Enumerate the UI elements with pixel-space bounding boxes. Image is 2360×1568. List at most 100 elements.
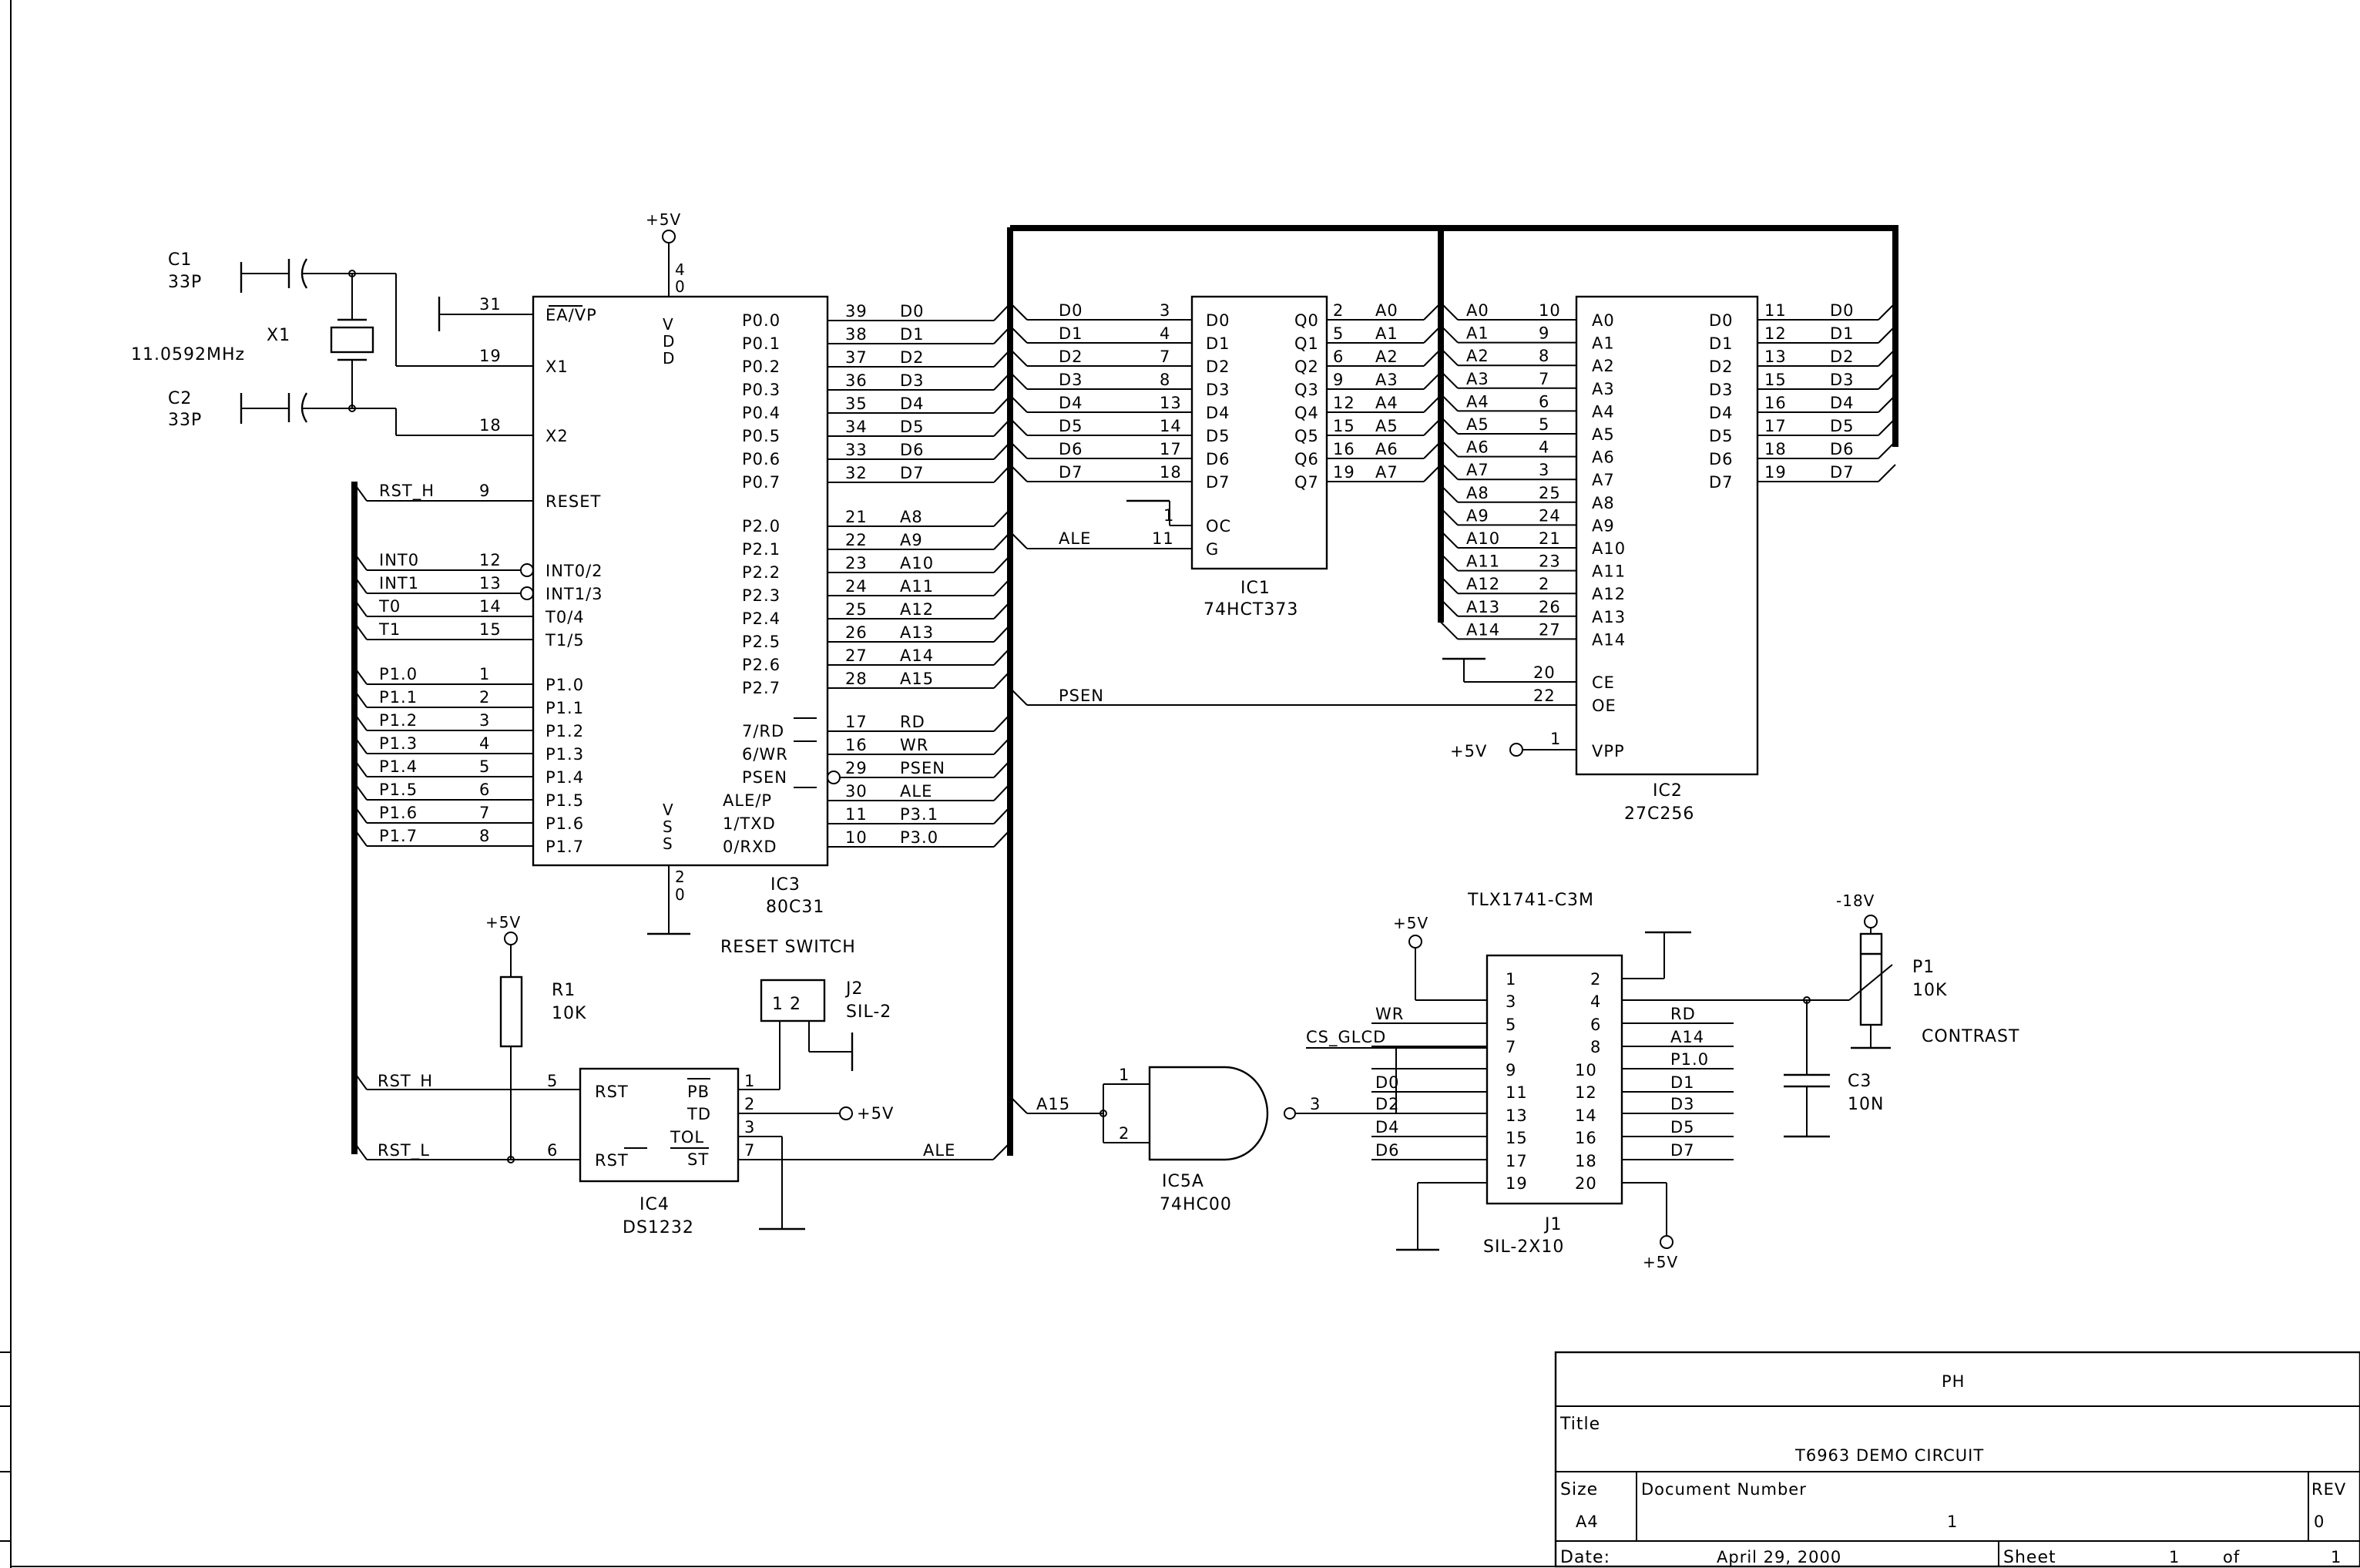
ic1-ref: IC1 bbox=[1240, 579, 1271, 598]
ic1-bus-entry bbox=[1423, 371, 1442, 390]
tb-docnum-label: Document Number bbox=[1641, 1480, 1807, 1499]
ic3-vss-letter: S bbox=[663, 818, 673, 836]
ic3-pin-name: P2.0 bbox=[742, 517, 781, 536]
ic2-pin-num: 25 bbox=[1539, 484, 1561, 502]
j1-net: WR bbox=[1375, 1005, 1404, 1023]
j1-pin: 8 bbox=[1590, 1038, 1601, 1056]
ic4-tol: TOL bbox=[670, 1128, 704, 1147]
ic3-left-net: P1.1 bbox=[379, 688, 418, 707]
ic3-pin-net: A12 bbox=[900, 600, 934, 619]
ic3-pin-net: D7 bbox=[900, 464, 925, 482]
ic2-vpp-supply-circle bbox=[1509, 743, 1523, 757]
ic2-pin-name: A12 bbox=[1592, 585, 1626, 603]
ic3-pin-name: P2.6 bbox=[742, 656, 781, 674]
ic3-bus-entry bbox=[993, 465, 1011, 483]
ic3-bus-entry bbox=[354, 782, 368, 801]
ic2-pin-num: 9 bbox=[1539, 324, 1549, 343]
ic3-vdd-pin-a: 4 bbox=[675, 260, 686, 279]
ic3-pin-num: 26 bbox=[845, 623, 868, 642]
ic3-bus-entry bbox=[993, 555, 1011, 573]
ic2-in-net: A4 bbox=[1466, 392, 1489, 411]
ic3-pin-name: P2.1 bbox=[742, 540, 781, 559]
ic4-rst: RST bbox=[595, 1083, 629, 1101]
ic3-pin-name: X1 bbox=[546, 358, 569, 376]
ic2-pin-num: 24 bbox=[1539, 506, 1561, 525]
ic4-pin-3: 3 bbox=[744, 1118, 755, 1137]
ic2-in-net: A0 bbox=[1466, 301, 1489, 320]
r1-value: 10K bbox=[552, 1004, 586, 1023]
ic5-pin-3: 3 bbox=[1310, 1095, 1321, 1113]
tb-title: T6963 DEMO CIRCUIT bbox=[1794, 1446, 1984, 1465]
bus-lines bbox=[351, 225, 1898, 1156]
tb-size-label: Size bbox=[1560, 1480, 1598, 1499]
ic2-bus-entry bbox=[1440, 599, 1459, 617]
ic2-27c256: IC2 27C256 bbox=[1575, 295, 1759, 824]
ic2-in-net: A2 bbox=[1466, 347, 1489, 365]
ic4-pin-2: 2 bbox=[744, 1095, 755, 1113]
ic2-vpp-name: VPP bbox=[1592, 742, 1625, 760]
ic1-out-net: A3 bbox=[1375, 371, 1398, 389]
ic2-in-net: A8 bbox=[1466, 484, 1489, 502]
ic3-pin-num: 29 bbox=[845, 759, 868, 777]
ic3-pin-name: X2 bbox=[546, 427, 569, 445]
ic2-ce-name: CE bbox=[1592, 673, 1615, 692]
ic4-ref: IC4 bbox=[640, 1195, 670, 1214]
ic3-bus-entry bbox=[993, 578, 1011, 596]
ic3-pin-num: 13 bbox=[479, 574, 502, 593]
ic2-pin-name: A13 bbox=[1592, 608, 1626, 626]
ic3-bus-entry bbox=[993, 737, 1011, 755]
ic1-bus-entry bbox=[1423, 302, 1442, 321]
ic1-pin-num: 19 bbox=[1333, 463, 1355, 482]
ic2-ref: IC2 bbox=[1653, 781, 1683, 801]
ic2-pin-num: 15 bbox=[1764, 371, 1787, 389]
c3-ref: C3 bbox=[1848, 1072, 1872, 1091]
ic2-pin-num: 19 bbox=[1764, 463, 1787, 482]
ic3-left-net: INT0 bbox=[379, 551, 419, 569]
ic3-ref: IC3 bbox=[770, 875, 801, 895]
ic3-pin-name: P0.5 bbox=[742, 427, 781, 445]
ic2-pin-num: 4 bbox=[1539, 438, 1549, 457]
ic2-pin-num: 18 bbox=[1764, 440, 1787, 458]
ic2-bus-entry bbox=[1878, 395, 1896, 413]
ic3-bus-entry bbox=[993, 806, 1011, 824]
ic3-bus-entry bbox=[993, 418, 1011, 437]
j2-ref: J2 bbox=[844, 979, 864, 999]
ic2-in-net: A6 bbox=[1466, 438, 1489, 457]
ic3-bus-entry bbox=[993, 829, 1011, 848]
ic3-vss-letter: V bbox=[663, 801, 674, 819]
ic5-pin-2: 2 bbox=[1119, 1124, 1130, 1143]
lcd-connector-j1: TLX1741-C3M J1 SIL-2X10 +5V +5V bbox=[1371, 891, 1807, 1271]
ic1-out-net: A6 bbox=[1375, 440, 1398, 458]
ic2-bus-entry bbox=[1440, 621, 1459, 640]
ic5-ref: IC5A bbox=[1162, 1172, 1204, 1191]
ic5a-74hc00: A15 1 2 3 CS_GLCD IC5A 74HC00 bbox=[1009, 1028, 1502, 1214]
ic3-pin-name: P0.6 bbox=[742, 450, 781, 468]
ic2-pin-name: A11 bbox=[1592, 562, 1626, 581]
ic3-left-net: T0 bbox=[378, 597, 401, 616]
ic2-bus-entry bbox=[1440, 393, 1459, 412]
ic3-inverter-bubble bbox=[520, 563, 534, 577]
x1-ref: X1 bbox=[267, 326, 290, 345]
ic3-pin-num: 9 bbox=[479, 482, 490, 500]
ic1-g-net: ALE bbox=[1059, 529, 1091, 548]
ic2-pin-name: A10 bbox=[1592, 539, 1626, 558]
ic1-bus-entry bbox=[1009, 395, 1028, 413]
ic3-pin-num: 24 bbox=[845, 577, 868, 596]
ic3-pin-num: 23 bbox=[845, 554, 868, 572]
ic1-bus-entry bbox=[1423, 418, 1442, 436]
ic3-pin-name: P1.6 bbox=[546, 814, 584, 833]
p1-value: 10K bbox=[1912, 981, 1947, 1000]
ic2-pin-num: 7 bbox=[1539, 370, 1549, 388]
j1-net: D2 bbox=[1375, 1095, 1400, 1113]
ic3-inverter-bubble bbox=[827, 771, 841, 784]
j1-pin: 9 bbox=[1506, 1061, 1516, 1079]
ic3-vdd-supply: +5V bbox=[646, 210, 681, 229]
ic3-pin-name: T0/4 bbox=[545, 608, 585, 626]
j1-net: D4 bbox=[1375, 1118, 1400, 1137]
ic3-pin-num: 12 bbox=[479, 551, 502, 569]
ic3-bus-entry bbox=[993, 783, 1011, 801]
ic1-bus-entry bbox=[1009, 302, 1028, 321]
ic3-bus-entry bbox=[354, 828, 368, 847]
ic1-pin-name: Q7 bbox=[1294, 473, 1319, 492]
ic3-pin-num: 14 bbox=[479, 597, 502, 616]
